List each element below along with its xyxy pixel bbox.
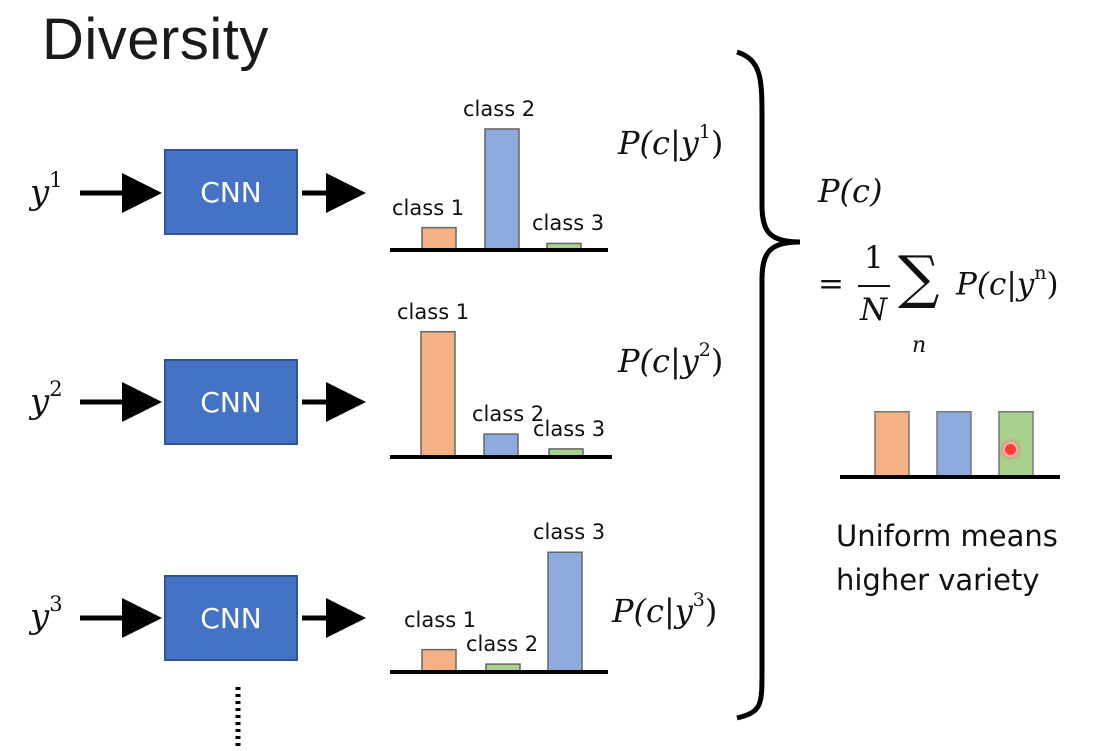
bar-chart2-class2 (483, 433, 519, 458)
equals-sign: = (818, 266, 844, 302)
uniform-caption: Uniform means higher variety (836, 514, 1058, 602)
label-chart2-class2: class 2 (472, 402, 545, 427)
summation-sign: ∑ (898, 243, 940, 311)
label-chart3-class1: class 1 (404, 607, 477, 632)
bar-chart1-class2 (484, 128, 520, 251)
bar-chart3-class3 (547, 551, 583, 673)
bar-chart2-class1 (420, 330, 456, 458)
cnn-box-3: CNN (164, 575, 298, 661)
label-chart1-class2: class 2 (463, 96, 536, 121)
input-y1: y1 (30, 168, 63, 213)
cnn-box-1: CNN (164, 149, 298, 235)
input-y3: y3 (30, 592, 63, 637)
fraction-denominator: N (860, 292, 888, 328)
caption-line-2: higher variety (836, 563, 1040, 597)
fraction-bar (858, 285, 890, 287)
label-chart3-class2: class 2 (466, 632, 539, 657)
slide-title: Diversity (42, 7, 269, 72)
fraction-numerator: 1 (864, 240, 884, 276)
label-chart3-class3: class 3 (533, 520, 606, 545)
caption-line-1: Uniform means (836, 519, 1058, 553)
label-chart2-class1: class 1 (397, 299, 470, 324)
label-chart1-class1: class 1 (392, 195, 465, 220)
bar-chart4-bar1 (874, 410, 910, 478)
pointer-dot (1003, 442, 1018, 457)
prob-y2: P(c|y2) (618, 339, 724, 380)
label-chart1-class3: class 3 (532, 211, 605, 236)
bar-chart3-class1 (421, 648, 457, 673)
summation-index: n (912, 333, 927, 358)
label-chart2-class3: class 3 (533, 416, 606, 441)
summation-term: P(c|yn) (956, 262, 1059, 303)
cnn-box-2: CNN (164, 359, 298, 445)
input-y2: y2 (30, 377, 63, 422)
marginal-lhs: P(c) (818, 172, 883, 210)
prob-y3: P(c|y3) (612, 589, 718, 630)
curly-brace (736, 49, 801, 721)
prob-y1: P(c|y1) (618, 121, 724, 162)
bar-chart1-class1 (421, 226, 457, 251)
bar-chart4-bar2 (936, 410, 972, 478)
